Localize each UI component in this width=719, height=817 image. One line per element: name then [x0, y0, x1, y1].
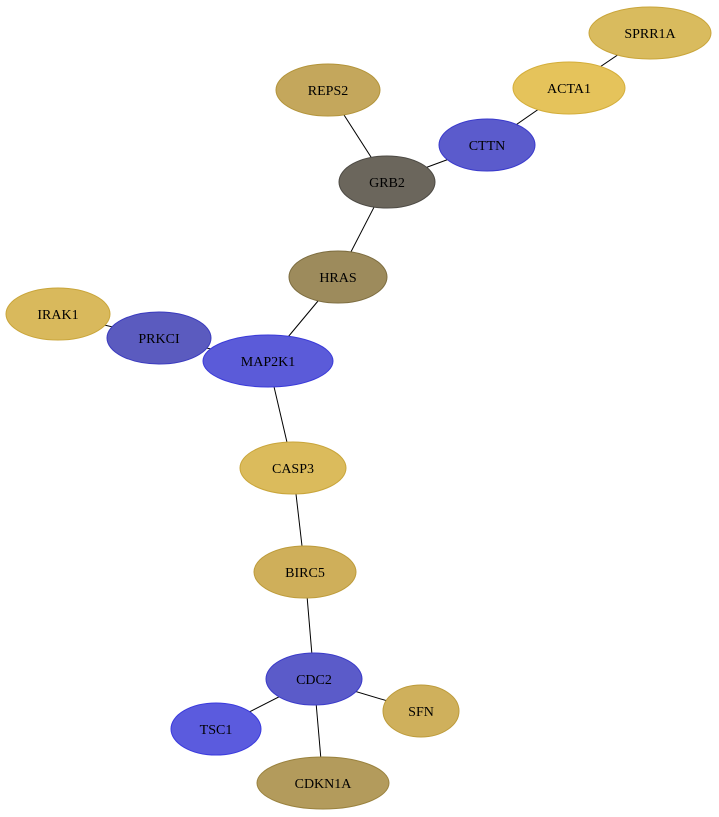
- node-map2k1[interactable]: MAP2K1: [202, 334, 334, 388]
- node-ellipse: [438, 118, 536, 172]
- node-label: HRAS: [319, 271, 356, 286]
- node-label: BIRC5: [285, 566, 325, 581]
- node-ellipse: [382, 684, 460, 738]
- node-ellipse: [588, 6, 712, 60]
- node-hras[interactable]: HRAS: [288, 250, 388, 304]
- node-label: CASP3: [272, 462, 314, 477]
- node-ellipse: [5, 287, 111, 341]
- node-label: TSC1: [200, 723, 233, 738]
- node-irak1[interactable]: IRAK1: [5, 287, 111, 341]
- node-acta1[interactable]: ACTA1: [512, 61, 626, 115]
- node-label: MAP2K1: [241, 355, 295, 370]
- node-ellipse: [338, 155, 436, 209]
- node-cdkn1a[interactable]: CDKN1A: [256, 756, 390, 810]
- node-ellipse: [265, 652, 363, 706]
- node-ellipse: [239, 441, 347, 495]
- node-label: IRAK1: [37, 308, 78, 323]
- node-label: REPS2: [308, 84, 348, 99]
- node-label: CTTN: [469, 139, 506, 154]
- node-birc5[interactable]: BIRC5: [253, 545, 357, 599]
- node-grb2[interactable]: GRB2: [338, 155, 436, 209]
- node-label: CDKN1A: [295, 777, 353, 792]
- node-cttn[interactable]: CTTN: [438, 118, 536, 172]
- node-ellipse: [202, 334, 334, 388]
- node-label: CDC2: [296, 673, 332, 688]
- node-ellipse: [512, 61, 626, 115]
- node-label: SPRR1A: [624, 27, 676, 42]
- node-ellipse: [253, 545, 357, 599]
- node-label: PRKCI: [138, 332, 180, 347]
- node-ellipse: [170, 702, 262, 756]
- node-reps2[interactable]: REPS2: [275, 63, 381, 117]
- node-casp3[interactable]: CASP3: [239, 441, 347, 495]
- node-prkci[interactable]: PRKCI: [106, 311, 212, 365]
- node-sprr1a[interactable]: SPRR1A: [588, 6, 712, 60]
- node-ellipse: [275, 63, 381, 117]
- node-label: ACTA1: [547, 82, 591, 97]
- node-cdc2[interactable]: CDC2: [265, 652, 363, 706]
- node-sfn[interactable]: SFN: [382, 684, 460, 738]
- node-ellipse: [106, 311, 212, 365]
- node-ellipse: [256, 756, 390, 810]
- node-ellipse: [288, 250, 388, 304]
- node-label: GRB2: [369, 176, 405, 191]
- node-tsc1[interactable]: TSC1: [170, 702, 262, 756]
- node-label: SFN: [408, 705, 434, 720]
